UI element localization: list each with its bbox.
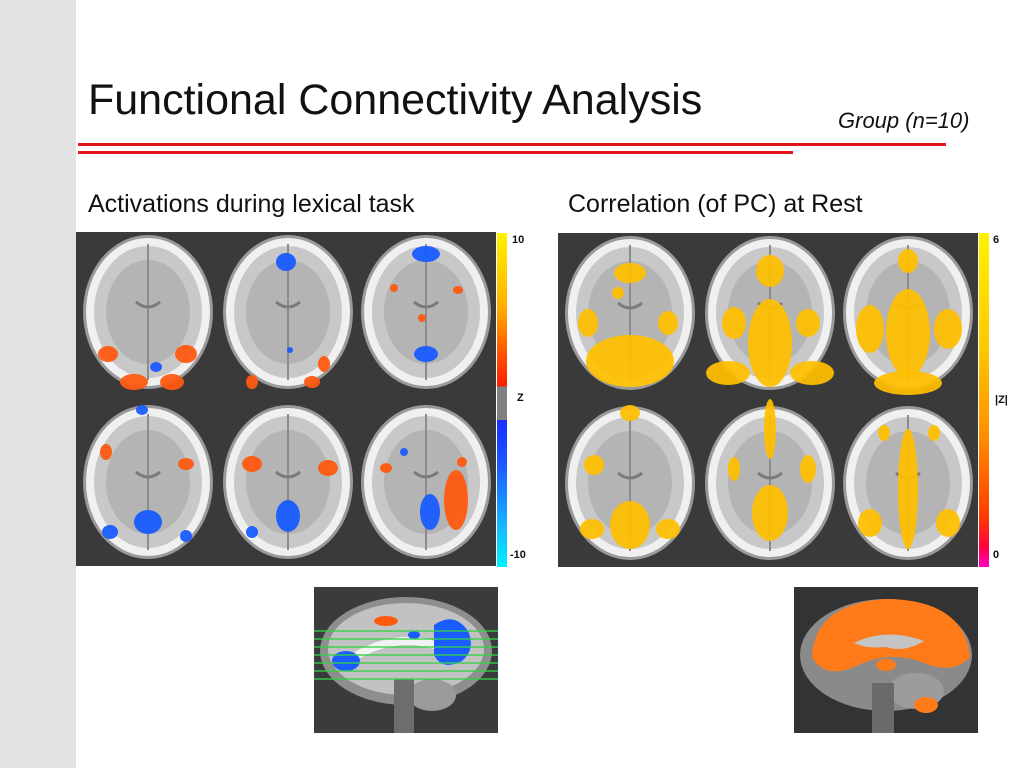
activation-colorbar-max: 10	[512, 234, 525, 246]
title-rule-bottom	[78, 151, 793, 154]
lexical-task-heading: Activations during lexical task	[88, 190, 415, 218]
slide-side-bar	[0, 0, 76, 768]
correlation-colorbar-max: 6	[993, 234, 1000, 246]
activation-sagittal-view	[314, 587, 498, 733]
correlation-sagittal-view	[794, 587, 978, 733]
correlation-colorbar	[979, 233, 989, 567]
title-rule-top	[78, 143, 946, 146]
activation-colorbar-min: -10	[510, 549, 526, 561]
group-label: Group (n=10)	[838, 108, 970, 133]
rest-correlation-heading: Correlation (of PC) at Rest	[568, 190, 863, 218]
slide-title: Functional Connectivity Analysis	[88, 76, 703, 124]
correlation-colorbar-min: 0	[993, 549, 1000, 561]
correlation-axial-slices	[558, 233, 978, 567]
activation-colorbar	[497, 233, 507, 567]
correlation-colorbar-label: |Z|	[995, 394, 1008, 406]
activation-colorbar-label: Z	[517, 392, 524, 404]
activation-axial-slices	[76, 232, 496, 566]
